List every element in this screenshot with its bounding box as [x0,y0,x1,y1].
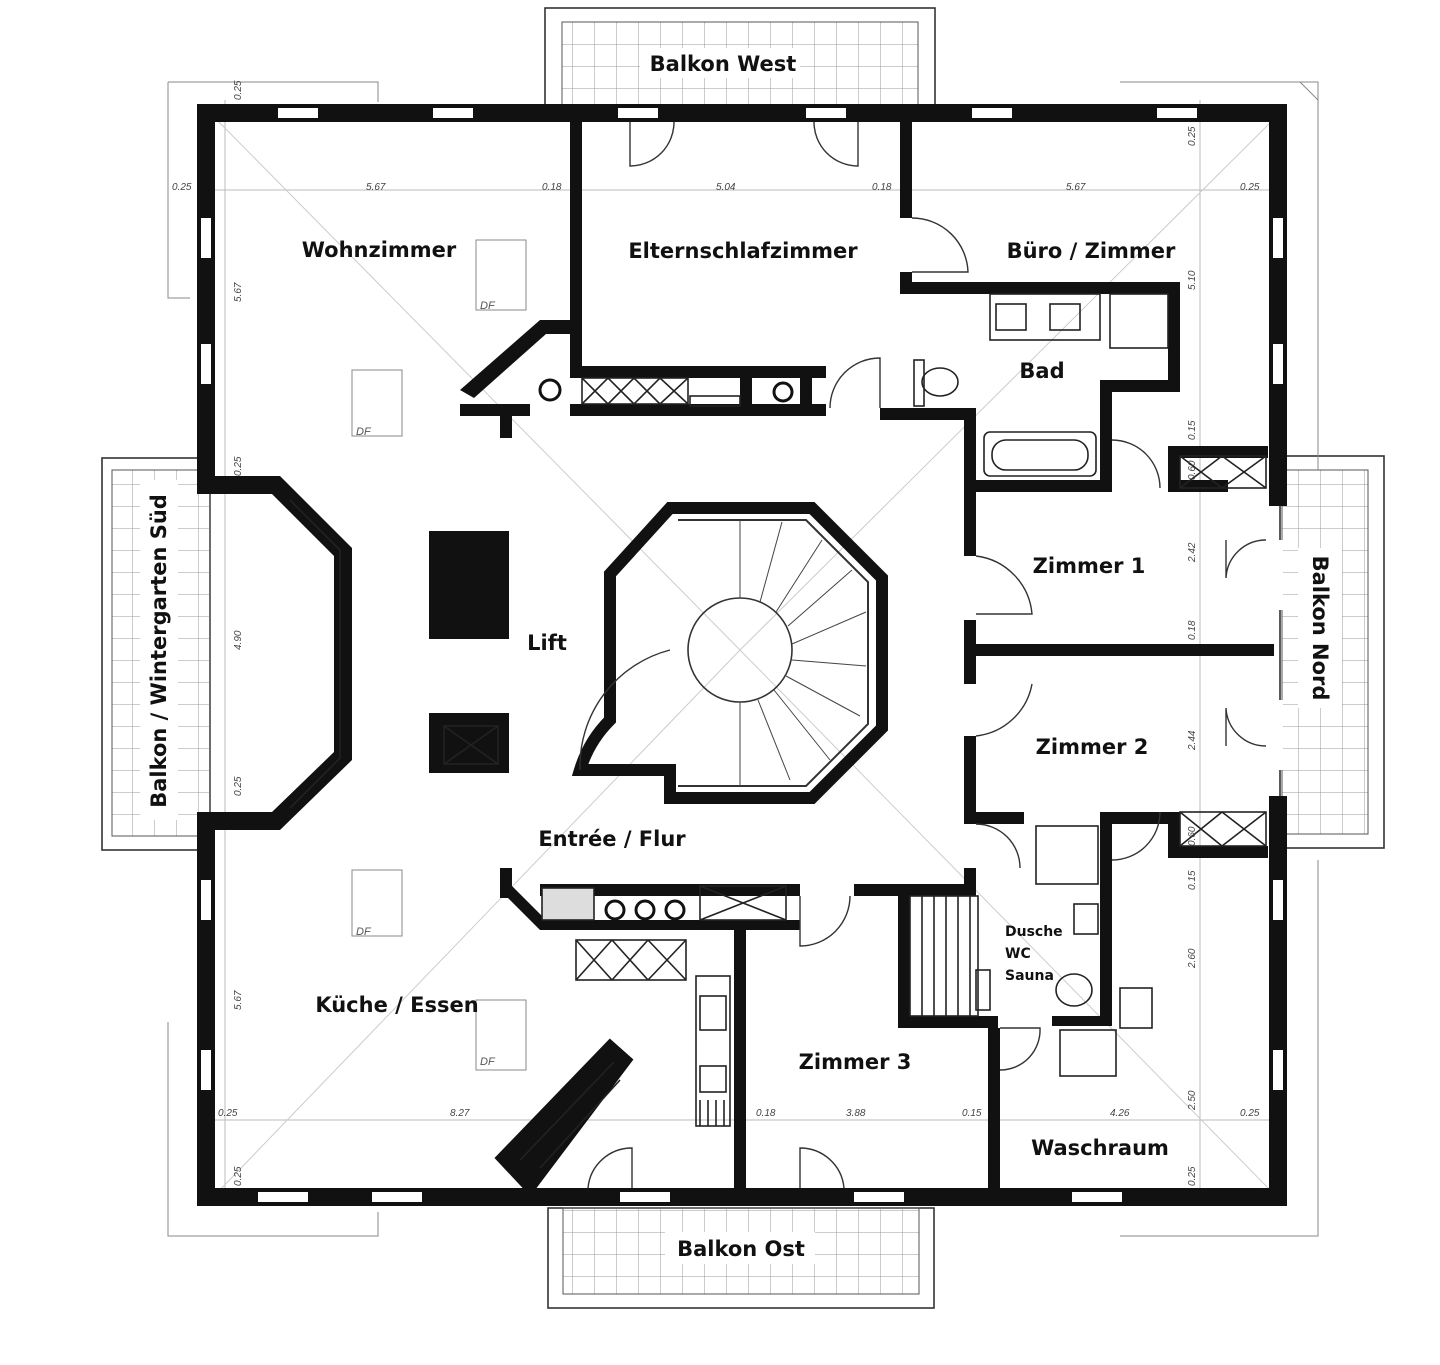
label-zimmer3: Zimmer 3 [799,1050,912,1074]
label-balkon-ost: Balkon Ost [677,1237,805,1261]
label-sauna: Sauna [1005,968,1054,984]
label-dusche: Dusche [1005,924,1063,940]
skylights [351,239,527,1071]
dim-left: 5.67 [233,990,244,1010]
interior-walls [429,118,1274,1198]
dim-right: 5.10 [1187,270,1198,290]
dim-right: 2.44 [1187,730,1198,751]
balcony-nord [1279,455,1385,849]
dim-bottom: 0.18 [756,1108,776,1119]
dim-right: 0.25 [1187,126,1198,146]
dim-bottom: 8.27 [450,1108,470,1119]
dim-right: 0.60 [1187,460,1198,480]
dim-left: 5.67 [233,282,244,302]
dim-left: 0.25 [233,456,244,476]
fixtures [443,293,1267,1127]
label-waschraum: Waschraum [1031,1136,1169,1160]
windows [201,108,1283,1202]
dim-right: 0.15 [1187,870,1198,890]
dim-right: 0.60 [1187,826,1198,846]
dim-right: 0.15 [1187,420,1198,440]
dim-right: 2.50 [1187,1090,1198,1111]
staircase [571,502,888,804]
dim-bottom: 0.15 [962,1108,982,1119]
dim-top: 0.18 [542,182,562,193]
label-balkon-west: Balkon West [650,52,797,76]
label-entree: Entrée / Flur [538,827,686,851]
label-wohnzimmer: Wohnzimmer [302,238,457,262]
dim-top: 0.25 [172,182,192,193]
dim-top: 5.67 [366,182,386,193]
dim-top: 0.18 [872,182,892,193]
dim-left: 0.25 [233,80,244,100]
dim-bottom: 0.25 [1240,1108,1260,1119]
dim-right: 0.18 [1187,620,1198,640]
label-kueche: Küche / Essen [315,993,478,1017]
label-zimmer1: Zimmer 1 [1033,554,1146,578]
dim-top: 0.25 [1240,182,1260,193]
label-buero: Büro / Zimmer [1007,239,1176,263]
dim-right: 2.42 [1187,542,1198,563]
balcony-sued [101,457,211,851]
label-elternschlafzimmer: Elternschlafzimmer [628,239,858,263]
dim-bottom: 4.26 [1110,1108,1130,1119]
label-wc: WC [1005,946,1031,962]
df-marker: DF [356,926,372,938]
label-lift: Lift [527,631,567,655]
dim-left: 0.25 [233,776,244,796]
dimensions: 0.25 5.67 0.18 5.04 0.18 5.67 0.25 0.25 … [172,80,1260,1186]
dim-right: 2.60 [1187,948,1198,969]
label-bad: Bad [1019,359,1064,383]
dim-bottom: 3.88 [846,1108,866,1119]
dim-left: 0.25 [233,1166,244,1186]
df-marker: DF [480,1056,496,1068]
df-marker: DF [480,300,496,312]
balcony-ost [547,1207,935,1309]
doors [587,121,1267,1189]
label-zimmer2: Zimmer 2 [1036,735,1149,759]
dim-top: 5.04 [716,182,736,193]
balcony-west [544,7,936,107]
dim-top: 5.67 [1066,182,1086,193]
dim-bottom: 0.25 [218,1108,238,1119]
dim-right: 0.25 [1187,1166,1198,1186]
df-marker: DF [356,426,372,438]
dim-left: 4.90 [233,630,244,650]
label-balkon-nord: Balkon Nord [1308,556,1332,701]
room-labels: Balkon West Balkon Ost Balkon Nord Balko… [147,52,1332,1261]
label-balkon-sued: Balkon / Wintergarten Süd [147,494,171,808]
